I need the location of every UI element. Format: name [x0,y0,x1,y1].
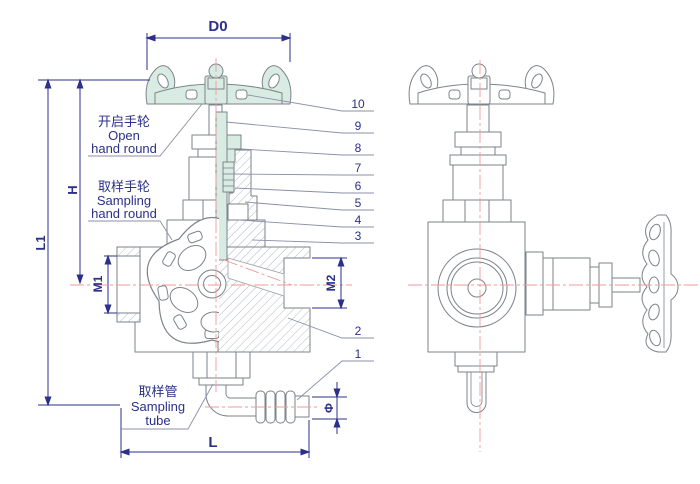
dim-m1 [104,254,117,315]
side-sampling-assembly [525,214,679,353]
bonnet-stack [182,104,258,261]
side-sampling-handwheel [641,214,679,353]
callout-1: 1 [355,347,362,361]
callout-4: 4 [355,213,362,227]
dim-label-m1: M1 [91,275,105,292]
dim-l [119,408,311,458]
sampling-tube-en2: tube [145,413,170,428]
label-open-handwheel: 开启手轮 Open hand round [88,103,203,157]
callout-3: 3 [355,229,362,243]
left-port [116,246,141,323]
side-open-handwheel [408,63,555,105]
open-handwheel-en1: Open [108,128,140,143]
annotations: 开启手轮 Open hand round 取样手轮 Sampling hand … [88,103,214,430]
callout-10: 10 [351,97,365,111]
front-centerlines [70,58,352,408]
callout-6: 6 [355,179,362,193]
dim-label-l: L [208,434,217,451]
callout-2: 2 [355,324,362,338]
side-bonnet-stack [442,104,512,223]
side-view [408,60,698,452]
dim-l1 [44,78,52,407]
dimensions [38,33,347,458]
valve-seat [227,203,249,221]
dim-label-l1: L1 [33,235,48,250]
sampling-tube-drawing [192,351,310,424]
sampling-handwheel-en1: Sampling [97,193,151,208]
open-handwheel [145,63,292,105]
open-handwheel-en2: hand round [91,141,157,156]
part-callouts: 10 9 8 7 6 5 4 3 2 1 [225,94,374,401]
side-centerlines [408,60,698,452]
dim-m2 [312,256,347,310]
sampling-handwheel-front [146,216,219,344]
dim-label-phi: Φ [322,403,336,413]
callout-7: 7 [355,161,362,175]
open-handwheel-cn: 开启手轮 [98,114,150,129]
dim-label-m2: M2 [324,274,338,291]
dim-h [76,78,84,285]
label-sampling-tube: 取样管 Sampling tube [120,383,214,430]
sampling-handwheel-cn: 取样手轮 [98,179,150,194]
front-view [70,58,352,424]
label-sampling-handwheel: 取样手轮 Sampling hand round [88,179,173,241]
dim-label-d0: D0 [208,18,227,35]
dim-label-h: H [65,185,80,194]
callout-5: 5 [355,196,362,210]
callout-8: 8 [355,141,362,155]
sampling-tube-en1: Sampling [131,399,185,414]
packing-rings [222,161,235,193]
dim-phi [312,382,347,434]
sampling-tube-cn: 取样管 [138,384,177,399]
callout-9: 9 [355,119,362,133]
dim-d0 [145,33,292,70]
sampling-handwheel-en2: hand round [91,206,157,221]
side-body [427,221,526,413]
